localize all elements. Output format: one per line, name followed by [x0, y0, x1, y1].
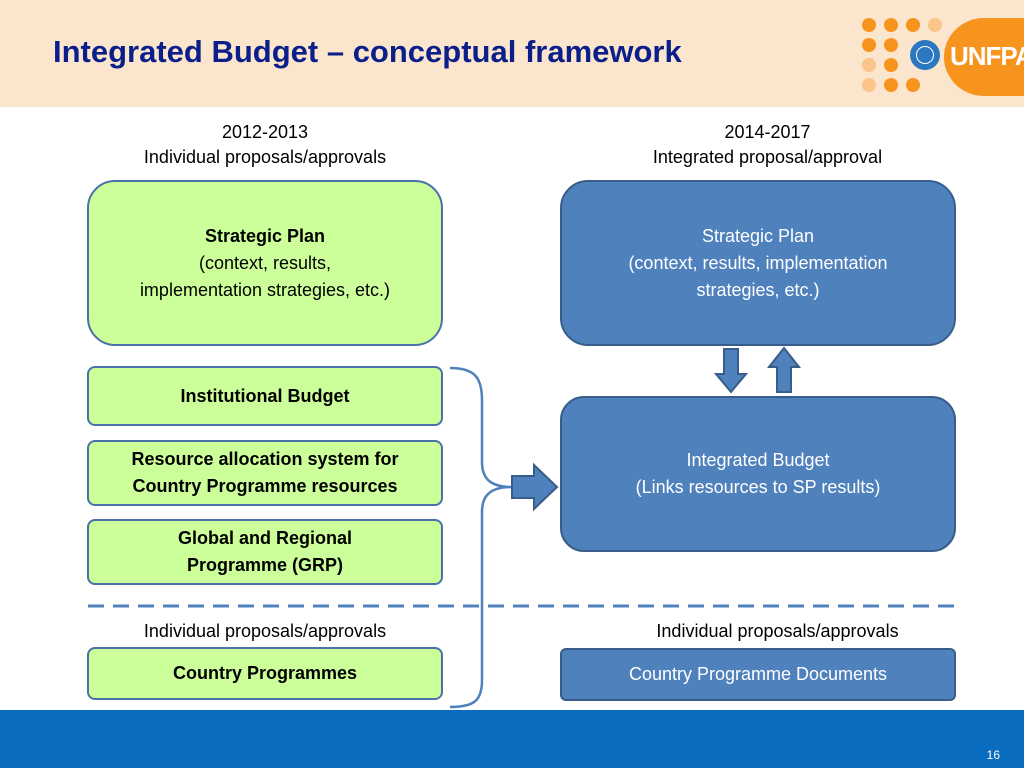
resource-allocation-line2: Country Programme resources: [132, 476, 398, 496]
institutional-budget-box: Institutional Budget: [87, 366, 443, 426]
left-strategic-plan-title: Strategic Plan: [204, 225, 326, 246]
left-strategic-plan-box: Strategic Plan (context, results, implem…: [87, 180, 443, 346]
footer-bar: 16: [0, 710, 1024, 768]
up-arrow-icon: [766, 346, 802, 393]
left-caption: 2012-2013 Individual proposals/approvals: [87, 120, 443, 170]
cpd-label: Country Programme Documents: [628, 664, 888, 684]
logo-circle: [944, 18, 1024, 96]
integrated-budget-box: Integrated Budget (Links resources to SP…: [560, 396, 956, 552]
logo-dot: [906, 18, 920, 32]
right-strategic-plan-line3: strategies, etc.): [696, 279, 820, 300]
right-strategic-plan-line2: (context, results, implementation: [628, 252, 888, 273]
down-arrow-icon: [713, 348, 749, 394]
cpd-box: Country Programme Documents: [560, 648, 956, 701]
grouping-brace: [449, 366, 513, 709]
un-emblem-icon: [910, 40, 940, 70]
left-year: 2012-2013: [221, 122, 309, 142]
institutional-budget-label: Institutional Budget: [180, 385, 350, 406]
logo-dot: [862, 18, 876, 32]
integrated-budget-line1: Integrated Budget: [686, 450, 830, 470]
right-bottom-caption: Individual proposals/approvals: [656, 621, 899, 641]
left-subtitle: Individual proposals/approvals: [143, 147, 387, 167]
right-strategic-plan-line1: Strategic Plan: [701, 225, 815, 246]
right-arrow-icon: [511, 462, 559, 512]
logo-text: UNFPA: [950, 41, 1024, 71]
left-bottom-caption: Individual proposals/approvals: [143, 621, 387, 641]
right-strategic-plan-box: Strategic Plan (context, results, implem…: [560, 180, 956, 346]
right-subtitle: Integrated proposal/approval: [652, 147, 883, 167]
header-banner: Integrated Budget – conceptual framework…: [0, 0, 1024, 107]
logo-dot: [884, 78, 898, 92]
connectors-layer: [88, 346, 955, 709]
page-number: 16: [986, 748, 1000, 762]
logo-dot: [884, 58, 898, 72]
logo-dot: [862, 78, 876, 92]
country-programmes-box: Country Programmes: [87, 647, 443, 700]
right-caption: 2014-2017 Integrated proposal/approval: [560, 120, 975, 170]
unfpa-logo: UNFPA: [862, 14, 1024, 100]
logo-dot: [862, 58, 876, 72]
left-strategic-plan-line2: implementation strategies, etc.): [139, 279, 391, 300]
slide-title: Integrated Budget – conceptual framework: [53, 34, 682, 69]
country-programmes-label: Country Programmes: [172, 663, 358, 683]
logo-dot: [862, 38, 876, 52]
grp-box: Global and Regional Programme (GRP): [87, 519, 443, 585]
integrated-budget-line2: (Links resources to SP results): [635, 477, 881, 497]
grp-line2: Programme (GRP): [186, 555, 344, 575]
logo-dot: [928, 18, 942, 32]
resource-allocation-line1: Resource allocation system for: [131, 449, 399, 469]
right-year: 2014-2017: [724, 122, 811, 142]
logo-dot: [906, 78, 920, 92]
left-strategic-plan-line1: (context, results,: [198, 252, 332, 273]
resource-allocation-box: Resource allocation system for Country P…: [87, 440, 443, 506]
grp-line1: Global and Regional: [177, 528, 352, 548]
logo-dot: [884, 38, 898, 52]
logo-dot: [884, 18, 898, 32]
